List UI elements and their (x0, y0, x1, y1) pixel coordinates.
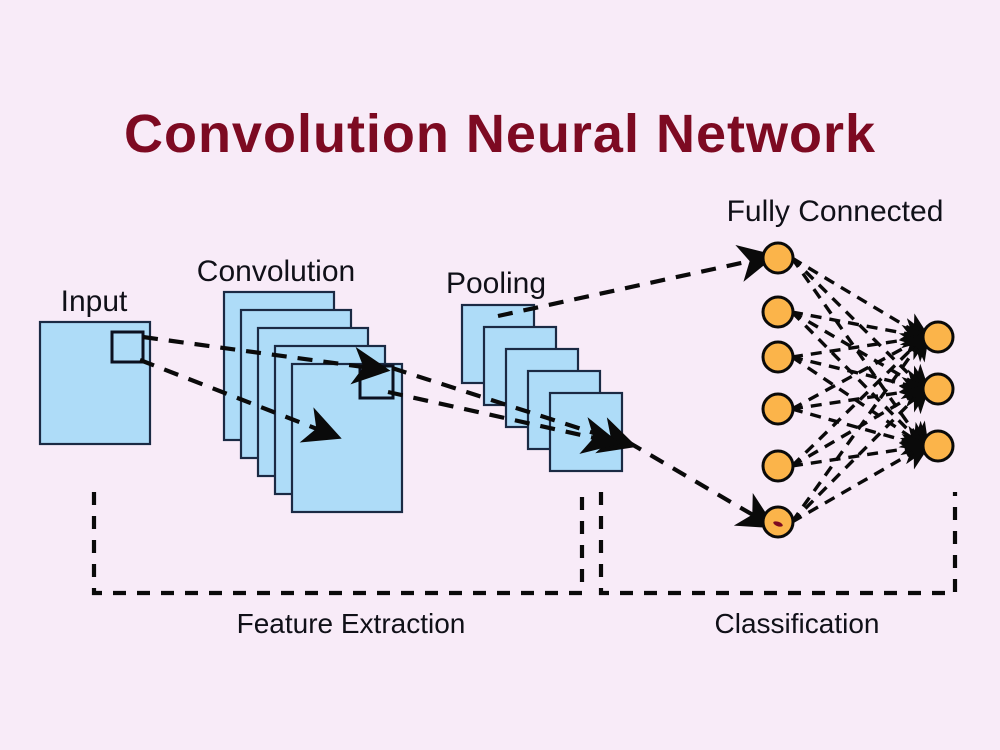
input-to-convolution-lower (139, 358, 342, 443)
input-to-convolution-upper (142, 334, 391, 385)
synapse (790, 381, 932, 524)
pooling-to-node-bottom (626, 440, 776, 529)
output-node-3[interactable] (921, 429, 955, 463)
synapse (791, 355, 934, 400)
synapse (791, 256, 933, 343)
synapse (791, 440, 933, 524)
stage-label-convolution: Convolution (197, 255, 355, 288)
conv-to-pooling-upper (391, 366, 637, 454)
stage-label-fully-connected: Fully Connected (727, 195, 944, 228)
hidden-node-2[interactable] (761, 295, 795, 329)
synapse (791, 332, 933, 411)
synapse (791, 355, 933, 452)
output-node-2[interactable] (921, 372, 955, 406)
receptive-field-input (110, 330, 145, 364)
fully-connected-network (761, 241, 955, 539)
classification-label: Classification (715, 608, 880, 639)
output-node-1[interactable] (921, 320, 955, 354)
hidden-node-1[interactable] (761, 241, 795, 275)
plane-input (38, 320, 152, 446)
bottom-node-marker (773, 521, 783, 527)
stage-label-input: Input (61, 285, 128, 318)
pooling-to-node-top (497, 244, 777, 319)
synapse (791, 324, 935, 359)
synapse (791, 376, 935, 411)
stage-connectors (139, 244, 777, 529)
diagram-labels: Convolution Neural Network Input Convolut… (61, 104, 944, 639)
conv-to-pooling-lower (387, 389, 621, 454)
plane-convolution-5 (290, 362, 404, 514)
stage-label-pooling: Pooling (446, 267, 546, 300)
feature-map-planes (38, 290, 624, 514)
plane-pooling-5 (548, 391, 624, 473)
hidden-node-5[interactable] (761, 449, 795, 483)
synapse (791, 310, 933, 395)
hidden-node-3[interactable] (761, 340, 795, 374)
feature-extraction-bracket (91, 492, 585, 596)
page-title: Convolution Neural Network (124, 104, 876, 164)
classification-bracket (598, 492, 958, 596)
synapse (791, 433, 935, 468)
hidden-node-4[interactable] (761, 392, 795, 426)
synapse (790, 328, 930, 523)
synapse (791, 310, 935, 349)
feature-extraction-label: Feature Extraction (237, 608, 466, 639)
section-brackets (91, 492, 958, 596)
